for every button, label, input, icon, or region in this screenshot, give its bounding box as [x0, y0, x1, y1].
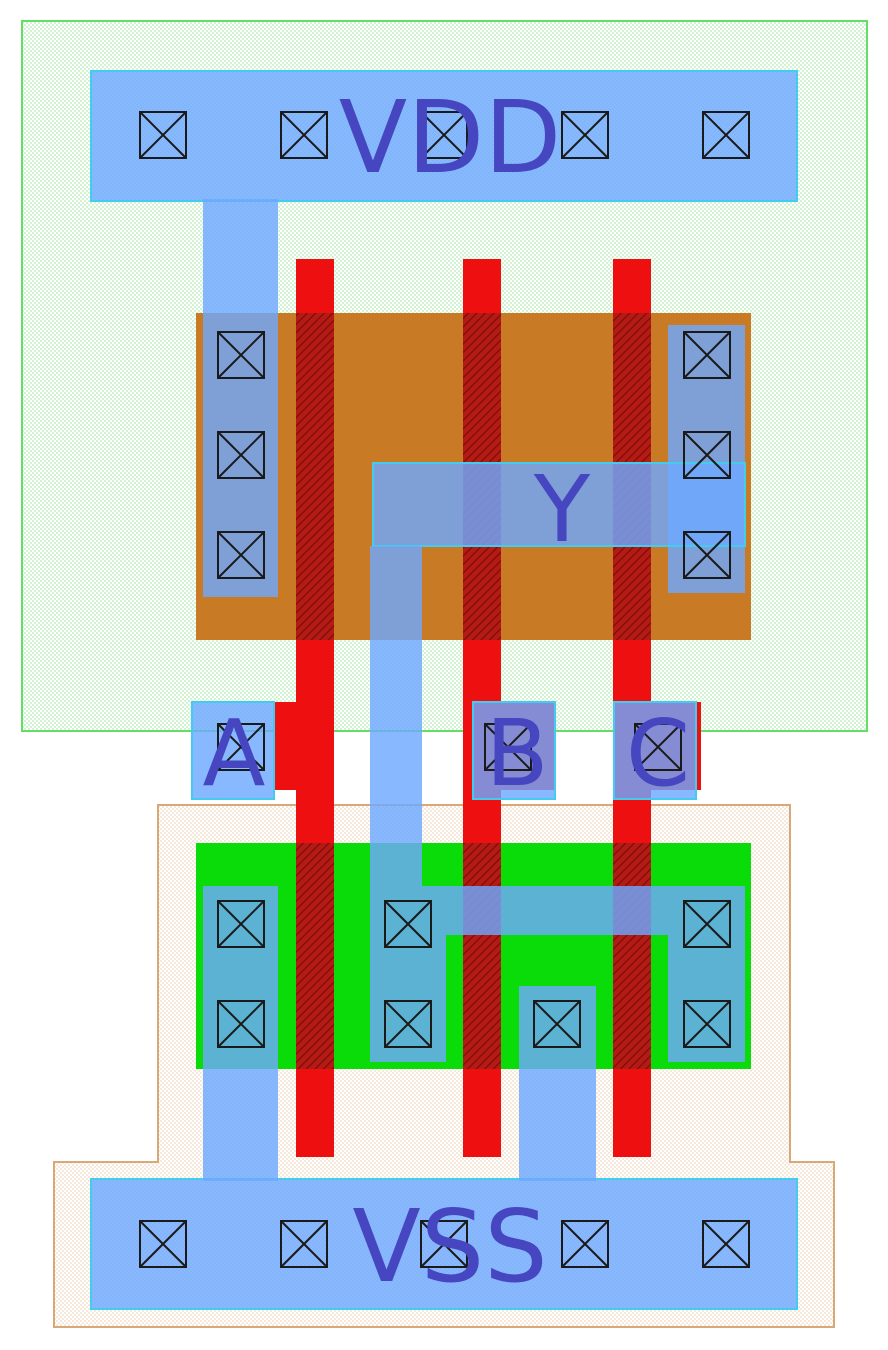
nmos-gate-b — [463, 843, 501, 1069]
nmos-gate-c — [613, 843, 651, 1069]
vdd-label: VDD — [339, 79, 561, 196]
y-label: Y — [533, 456, 591, 563]
y-vertical-strap — [370, 546, 422, 886]
nmos-gate-a — [296, 843, 334, 1069]
vss-label: VSS — [352, 1188, 547, 1305]
a-label: A — [203, 700, 266, 807]
y-nmos-strap — [370, 886, 745, 1062]
pmos-gate-a — [296, 313, 334, 640]
vdd-strap — [203, 199, 278, 597]
b-label: B — [485, 700, 548, 807]
pin-a — [191, 701, 275, 800]
vss-strap-left — [203, 886, 278, 1181]
pin-b — [472, 701, 556, 800]
pmos-right-strap — [668, 325, 745, 593]
poly-pad-a — [275, 702, 334, 790]
metal1-layer — [90, 70, 798, 1310]
c-label: C — [626, 700, 690, 807]
vss-strap-mid — [519, 986, 596, 1181]
